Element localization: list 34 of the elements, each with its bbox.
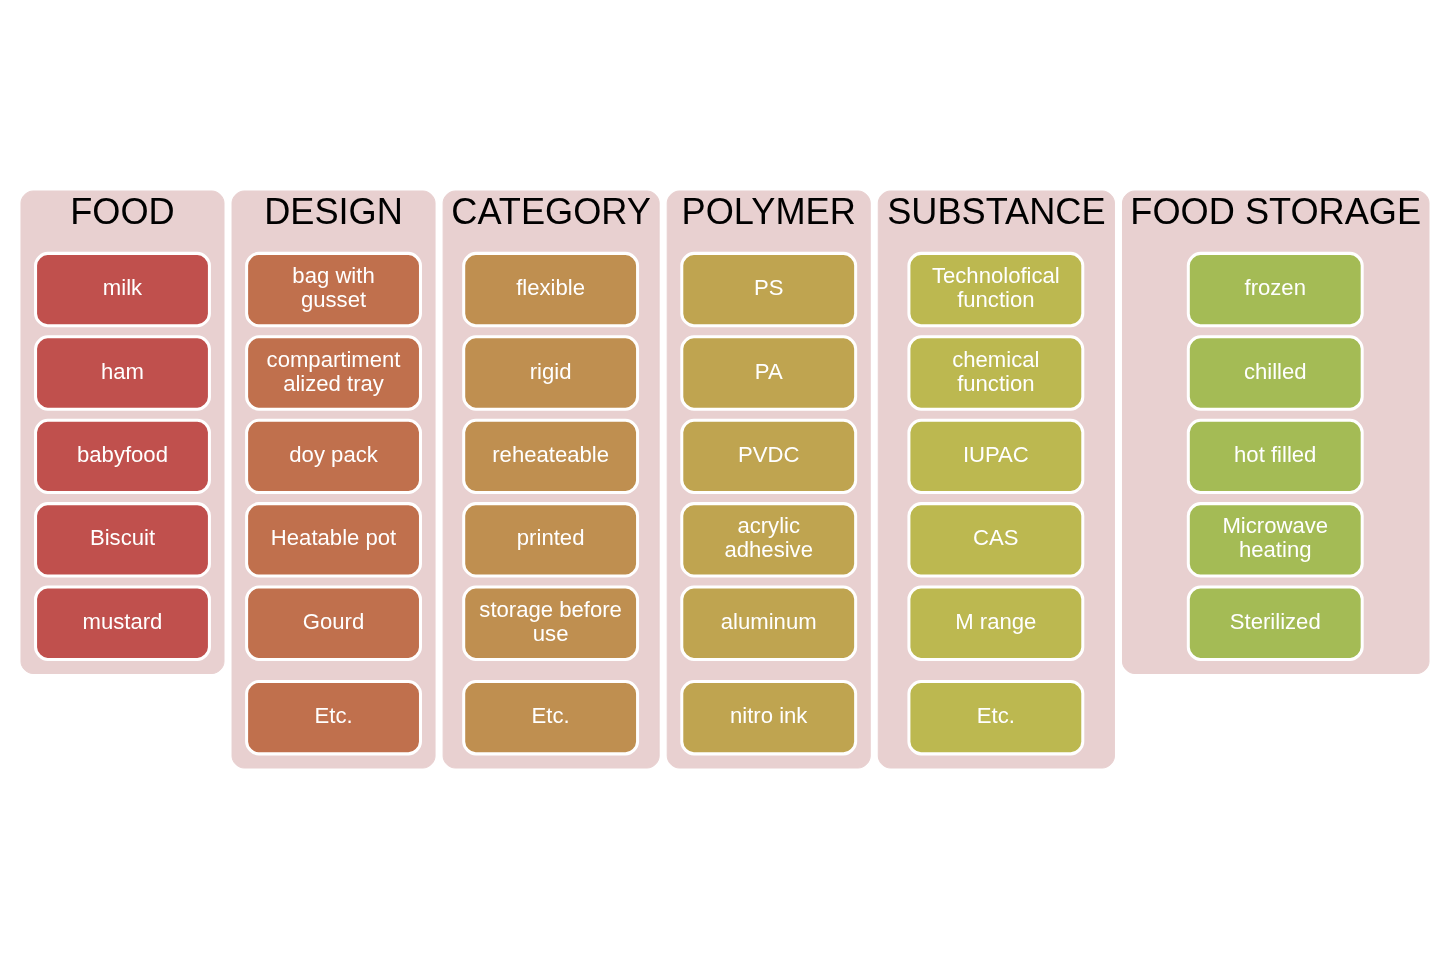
node-box: Heatable pot [245,502,422,578]
node-box: IUPAC [907,418,1085,495]
node-box: PA [680,335,858,411]
node-box: Sterilized [1186,585,1364,661]
node-box: nitro ink [680,680,858,756]
node-box: Gourd [245,585,422,661]
node-box: Etc. [907,680,1085,756]
node-box: acrylic adhesive [680,502,858,578]
node-box: doy pack [245,418,422,495]
node-box: Etc. [245,680,422,756]
node-box: chilled [1186,335,1364,411]
node-box: babyfood [34,418,211,495]
node-box: hot filled [1186,418,1364,495]
node-box: PVDC [680,418,858,495]
node-box: bag with gusset [245,251,422,328]
node-box: milk [34,251,211,328]
node-box: M range [907,585,1085,661]
node-box: Etc. [462,680,640,756]
node-box: ham [34,335,211,411]
node-box: chemical function [907,335,1085,411]
node-box: flexible [462,251,640,328]
node-box: compartiment alized tray [245,335,422,411]
node-box: rigid [462,335,640,411]
node-box: storage before use [462,585,640,661]
node-box: Microwave heating [1186,502,1364,578]
node-box: mustard [34,585,211,661]
node-box: frozen [1186,251,1364,328]
node-box: CAS [907,502,1085,578]
node-box: reheateable [462,418,640,495]
node-box: Technolofical function [907,251,1085,328]
node-box: aluminum [680,585,858,661]
node-box: Biscuit [34,502,211,578]
node-box: printed [462,502,640,578]
node-box: PS [680,251,858,328]
